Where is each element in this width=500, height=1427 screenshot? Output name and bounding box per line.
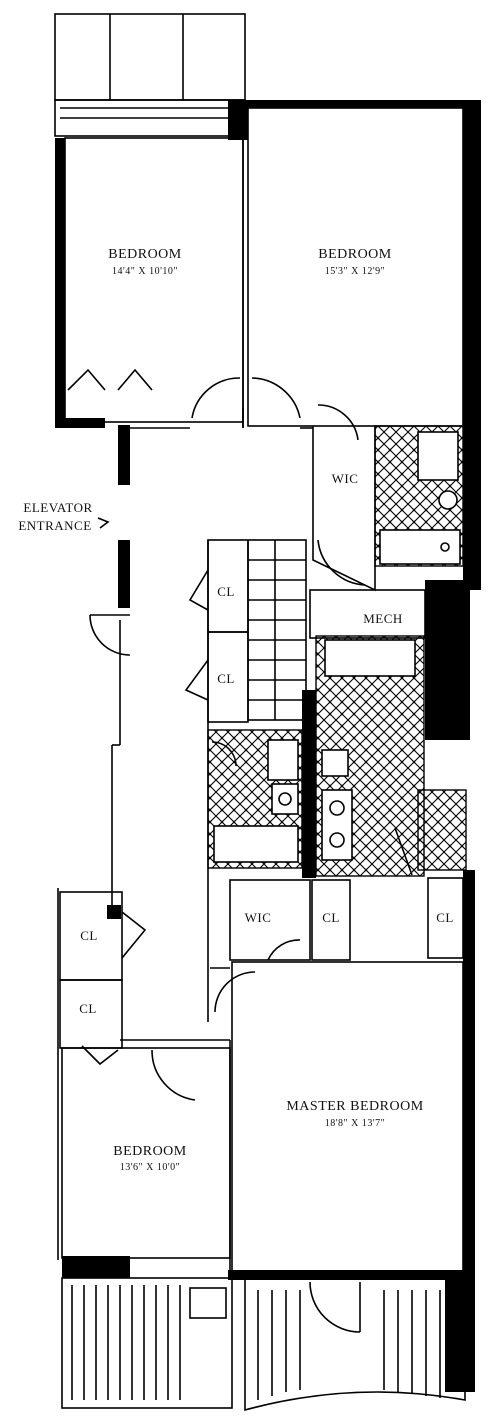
elevator-label-line2: ENTRANCE: [18, 518, 91, 533]
bedroom-1: BEDROOM 14'4" X 10'10": [64, 137, 244, 428]
bedroom-2-name: BEDROOM: [318, 247, 392, 262]
stairs: [247, 539, 307, 721]
mech-label: MECH: [363, 611, 403, 626]
top-balcony: [54, 13, 246, 137]
bedroom-3-name: BEDROOM: [113, 1144, 187, 1159]
bedroom-1-name: BEDROOM: [108, 247, 182, 262]
elevator-entrance: ELEVATOR ENTRANCE: [18, 500, 110, 533]
closet-label-4: CL: [436, 910, 454, 925]
bedroom-2-dimensions: 15'3" X 12'9": [325, 266, 386, 277]
closet-label-2: CL: [217, 671, 235, 686]
corridor: [120, 427, 313, 1041]
bottom-terrace: [61, 1277, 466, 1412]
bedroom-1-dimensions: 14'4" X 10'10": [112, 266, 178, 277]
door-swings: [89, 377, 301, 656]
middle-bath-left: [207, 729, 303, 869]
master-bedroom-dimensions: 18'8" X 13'7": [325, 1118, 386, 1129]
wic-lower-label: WIC: [245, 910, 272, 925]
exterior-walls: [55, 100, 481, 1392]
closet-label-1: CL: [217, 584, 235, 599]
bedroom-3: BEDROOM 13'6" X 10'0": [61, 1040, 231, 1280]
hall-closets: CL CL: [184, 539, 249, 723]
master-bedroom: MASTER BEDROOM 18'8" X 13'7": [210, 961, 464, 1273]
closet-label-3: CL: [322, 910, 340, 925]
bedroom-3-dimensions: 13'6" X 10'0": [120, 1162, 181, 1173]
lower-closets: WIC CL CL CL CL: [59, 877, 464, 1066]
wic-upper: WIC: [312, 404, 376, 592]
wic-upper-label: WIC: [332, 471, 359, 486]
closet-label-6: CL: [79, 1001, 97, 1016]
master-bedroom-name: MASTER BEDROOM: [286, 1099, 423, 1114]
mech-room: MECH: [309, 589, 426, 639]
closet-label-5: CL: [80, 928, 98, 943]
elevator-label-line1: ELEVATOR: [23, 500, 92, 515]
master-bath: [315, 635, 467, 877]
upper-bath: [374, 425, 464, 567]
bedroom-2: BEDROOM 15'3" X 12'9": [242, 107, 464, 428]
